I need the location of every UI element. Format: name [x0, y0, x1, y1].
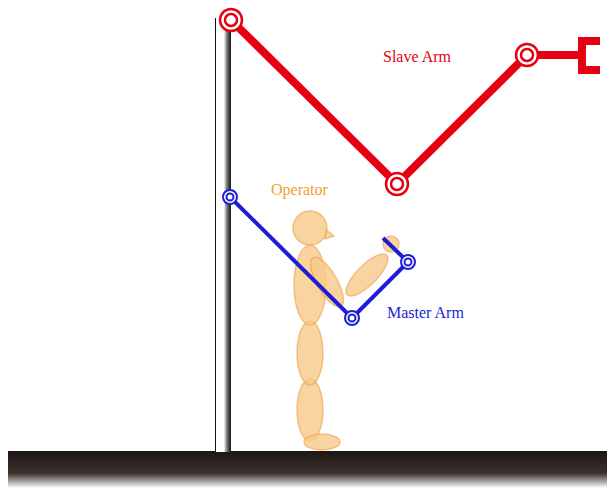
- operator-label: Operator: [271, 180, 328, 200]
- slave-arm: [220, 9, 600, 195]
- master-arm-label: Master Arm: [387, 303, 464, 323]
- wall-edge: [215, 18, 216, 452]
- operator-figure: [293, 211, 399, 450]
- wall-pole: [215, 18, 231, 452]
- floor: [8, 451, 607, 488]
- slave-arm-label: Slave Arm: [383, 47, 451, 67]
- master-arm: [223, 190, 415, 325]
